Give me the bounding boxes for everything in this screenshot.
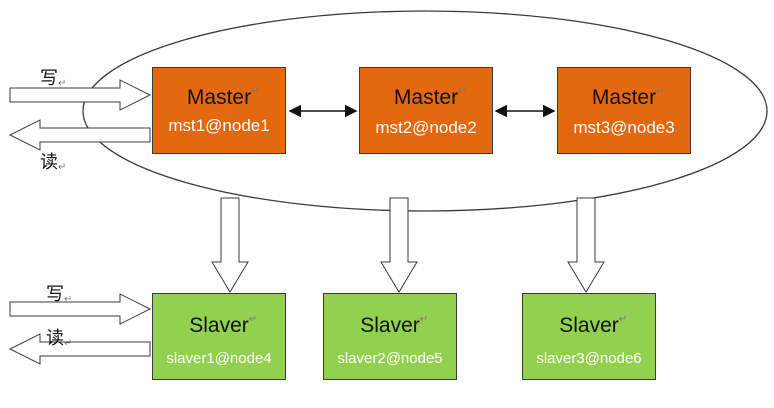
slaver-node-2: Slaver↵ slaver2@node5 [323, 293, 457, 380]
master-title: Master↵ [591, 86, 665, 109]
master-read-label: 读↵ [40, 152, 67, 173]
master-node-label: mst2@node2 [375, 118, 477, 137]
master-title: Master↵ [186, 86, 260, 109]
replication-arrow-3 [567, 197, 605, 293]
slaver-title: Slaver↵ [360, 314, 429, 337]
master-write-label: 写↵ [40, 68, 67, 89]
slaver-node-1: Slaver↵ slaver1@node4 [152, 293, 286, 380]
slaver-title: Slaver↵ [189, 314, 258, 337]
master-node-label: mst3@node3 [573, 118, 675, 137]
master-node-3: Master↵ mst3@node3 [557, 67, 691, 154]
master-node-1: Master↵ mst1@node1 [152, 67, 286, 154]
master-title: Master↵ [393, 86, 467, 109]
replication-arrow-2 [380, 197, 418, 293]
slaver-read-arrow [8, 333, 151, 365]
slaver-node-3: Slaver↵ slaver3@node6 [522, 293, 656, 380]
master-read-arrow [8, 119, 151, 151]
master-write-arrow [9, 79, 152, 111]
slaver-read-label: 读↵ [46, 328, 73, 349]
master-cluster-ellipse [82, 10, 768, 212]
slaver-write-label: 写↵ [46, 284, 73, 305]
slaver-title: Slaver↵ [559, 314, 628, 337]
slaver-node-label: slaver1@node4 [166, 350, 272, 367]
slaver-write-arrow [9, 293, 152, 325]
master-node-2: Master↵ mst2@node2 [359, 67, 493, 154]
slaver-node-label: slaver3@node6 [536, 350, 642, 367]
slaver-node-label: slaver2@node5 [337, 350, 443, 367]
master-node-label: mst1@node1 [168, 116, 270, 135]
replication-arrow-1 [211, 197, 249, 293]
